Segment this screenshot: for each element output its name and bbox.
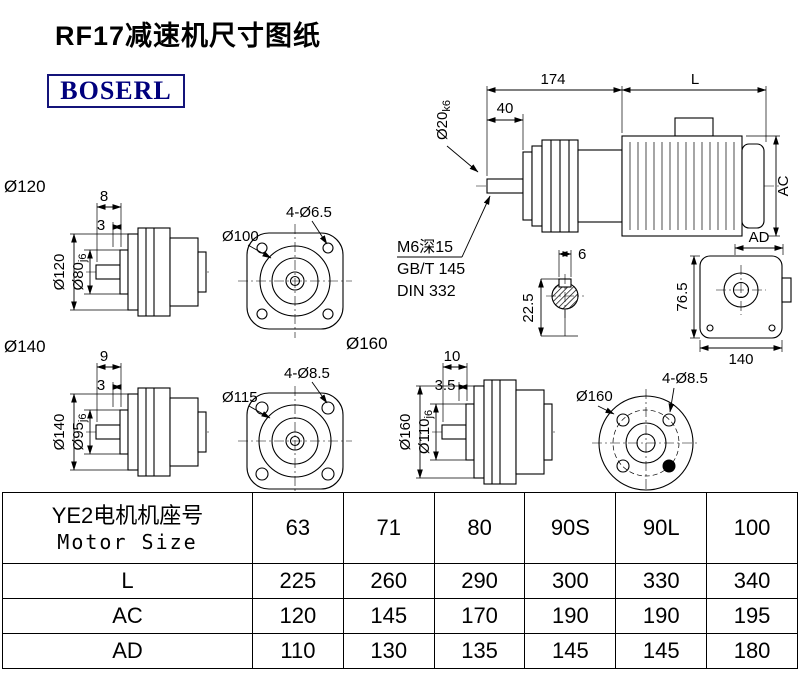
view-160-side: 10 3.5 Ø160 Ø110j6	[397, 348, 558, 485]
cell-L-3: 300	[524, 563, 617, 599]
table-row-AC: AC 120 145 170 190 190 195	[2, 598, 798, 634]
view-output-side: AD 76.5 140	[674, 229, 792, 368]
motor-size-label-en: Motor Size	[57, 529, 198, 554]
dim-label-3b: 3	[97, 377, 105, 394]
cell-AC-0: 120	[252, 598, 344, 634]
dim-label-22-5: 22.5	[520, 293, 537, 322]
brand-text: BOSERL	[60, 76, 172, 105]
dim-label-d115: Ø115	[222, 389, 258, 406]
cell-AD-0: 110	[252, 633, 344, 669]
dim-label-d95j6: Ø95j6	[70, 414, 89, 451]
cell-L-0: 225	[252, 563, 344, 599]
dim-label-76-5: 76.5	[674, 282, 691, 311]
view-140-front: Ø115 4-Ø8.5	[222, 365, 352, 492]
group-label-140: Ø140	[4, 337, 46, 356]
dim-d80: Ø80	[70, 262, 87, 290]
dim-label-d140: Ø140	[51, 414, 68, 451]
dim-label-d160: Ø160	[397, 414, 414, 451]
cell-AD-5: 180	[706, 633, 798, 669]
dim-label-40: 40	[497, 100, 514, 117]
view-140-side: 9 3 Ø140 Ø95j6	[51, 348, 212, 477]
view-shaft-section: 6 22.5	[520, 246, 586, 337]
cell-AC-5: 195	[706, 598, 798, 634]
row-label-L: L	[2, 563, 253, 599]
dim-d110: Ø110	[416, 418, 433, 454]
size-col-63: 63	[252, 492, 344, 564]
row-label-AC: AC	[2, 598, 253, 634]
dim-label-key-6: 6	[578, 246, 586, 263]
cell-L-1: 260	[342, 563, 435, 599]
dim-label-3: 3	[97, 217, 105, 234]
cell-AC-2: 170	[433, 598, 526, 634]
cell-L-4: 330	[615, 563, 708, 599]
motor-size-header-cell: YE2电机机座号 Motor Size	[2, 492, 253, 564]
motor-size-label-cn: YE2电机机座号	[51, 503, 204, 529]
dim-label-AC: AC	[775, 175, 792, 196]
dim-d20-tol: k6	[441, 100, 453, 112]
note-din: DIN 332	[397, 283, 456, 300]
dim-label-140: 140	[728, 351, 753, 368]
cell-AD-1: 130	[342, 633, 435, 669]
cell-L-2: 290	[433, 563, 526, 599]
size-col-71: 71	[342, 492, 435, 564]
view-assembly: 174 L 40 Ø20k6 AC M6深15 GB/T 145 DIN 332	[397, 71, 792, 300]
cell-AC-1: 145	[342, 598, 435, 634]
cell-AC-3: 190	[524, 598, 617, 634]
group-label-160: Ø160	[346, 334, 388, 353]
dim-d95: Ø95	[70, 422, 87, 450]
dim-label-d110j6: Ø110j6	[416, 410, 435, 454]
dimension-table: YE2电机机座号 Motor Size 63 71 80 90S 90L 100…	[2, 492, 798, 669]
table-row-L: L 225 260 290 300 330 340	[2, 563, 798, 599]
cell-L-5: 340	[706, 563, 798, 599]
page-title: RF17减速机尺寸图纸	[55, 21, 322, 51]
dim-d95-tol: j6	[77, 414, 89, 424]
cell-AD-3: 145	[524, 633, 617, 669]
group-label-120: Ø120	[4, 177, 46, 196]
view-120-side: 8 3 Ø120 Ø80j6	[51, 188, 212, 317]
dim-d20: Ø20	[434, 112, 451, 140]
size-col-90s: 90S	[524, 492, 617, 564]
dim-label-d80j6: Ø80j6	[70, 254, 89, 291]
dim-d80-tol: j6	[77, 254, 89, 264]
dim-label-10: 10	[444, 348, 461, 365]
dim-label-holes-65: 4-Ø6.5	[286, 204, 332, 221]
note-gbt: GB/T 145	[397, 261, 465, 278]
table-header-row: YE2电机机座号 Motor Size 63 71 80 90S 90L 100	[2, 492, 798, 564]
cell-AD-4: 145	[615, 633, 708, 669]
table-row-AD: AD 110 130 135 145 145 180	[2, 633, 798, 669]
dim-label-holes-85a: 4-Ø8.5	[284, 365, 330, 382]
dim-label-8: 8	[100, 188, 108, 205]
size-col-80: 80	[433, 492, 526, 564]
dim-label-d20k6: Ø20k6	[434, 100, 453, 140]
cell-AD-2: 135	[433, 633, 526, 669]
row-label-AD: AD	[2, 633, 253, 669]
filled-hole	[662, 459, 676, 473]
note-m6: M6深15	[397, 238, 453, 256]
view-160-front: Ø160 4-Ø8.5	[576, 370, 708, 492]
size-col-100: 100	[706, 492, 798, 564]
dim-label-d100: Ø100	[222, 228, 259, 245]
cell-AC-4: 190	[615, 598, 708, 634]
dim-label-AD: AD	[749, 229, 770, 246]
dim-label-d120: Ø120	[51, 254, 68, 291]
dim-d110-tol: j6	[423, 410, 435, 420]
dim-label-L: L	[691, 71, 699, 88]
dim-label-d160-front: Ø160	[576, 388, 613, 405]
technical-drawing: Ø120 Ø140 Ø160 8 3 Ø120	[4, 71, 792, 492]
dim-label-9: 9	[100, 348, 108, 365]
brand-logo: BOSERL	[47, 74, 185, 108]
view-120-front: Ø100 4-Ø6.5	[222, 204, 352, 338]
dim-label-holes-85b: 4-Ø8.5	[662, 370, 708, 387]
size-col-90l: 90L	[615, 492, 708, 564]
dim-label-174: 174	[540, 71, 565, 88]
dim-label-3-5: 3.5	[435, 377, 456, 394]
